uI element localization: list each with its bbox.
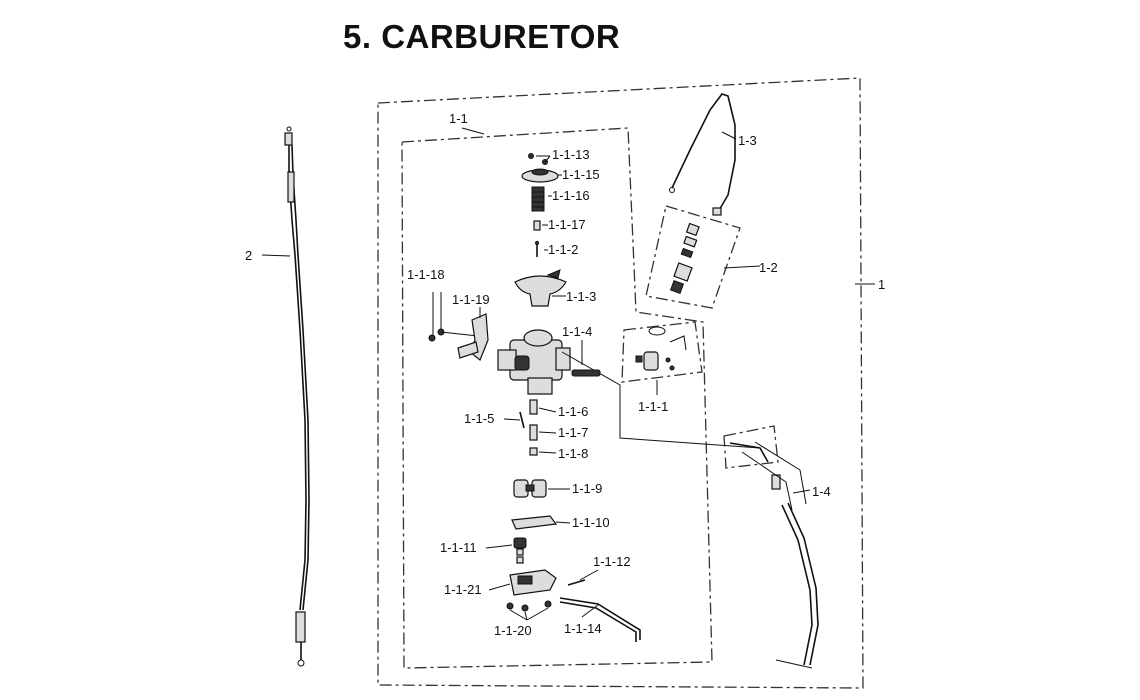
bowl-screws-1-1-20	[506, 600, 552, 612]
label-1-1-8: 1-1-8	[558, 446, 588, 461]
jet-needle-1-1-2	[535, 241, 539, 257]
pilot-screw-1-1-5	[519, 411, 525, 429]
carb-top-cap-1-1-15	[521, 168, 559, 183]
throttle-cable-2	[284, 126, 310, 667]
label-1: 1	[878, 277, 885, 292]
spring-1-1-16	[531, 186, 545, 212]
leader-lines	[261, 127, 875, 621]
float-1-1-9	[513, 479, 547, 498]
label-1-2: 1-2	[759, 260, 778, 275]
drain-valve-1-1-11	[513, 537, 527, 564]
assembly-1-1-1-boundary	[621, 321, 703, 383]
label-1-1-2: 1-1-2	[548, 242, 578, 257]
label-1-1-16: 1-1-16	[552, 188, 590, 203]
label-1-1-15: 1-1-15	[562, 167, 600, 182]
label-1-1-10: 1-1-10	[572, 515, 610, 530]
label-1-1-20: 1-1-20	[494, 623, 532, 638]
label-1-1-18: 1-1-18	[407, 267, 445, 282]
screw-1-1-12	[567, 579, 586, 586]
label-1-1-21: 1-1-21	[444, 582, 482, 597]
label-1-1-19: 1-1-19	[452, 292, 490, 307]
screws-1-1-18	[428, 328, 479, 342]
label-1-1: 1-1	[449, 111, 468, 126]
needle-clip-1-1-17	[533, 220, 541, 231]
carb-top-screws-1-1-13	[528, 153, 548, 165]
choke-parts-1-1-1	[635, 326, 687, 371]
label-1-3: 1-3	[738, 133, 757, 148]
label-1-4: 1-4	[812, 484, 831, 499]
label-1-1-5: 1-1-5	[464, 411, 494, 426]
throttle-slide-1-1-3	[514, 269, 567, 307]
label-1-1-11: 1-1-11	[440, 540, 477, 555]
drain-tube-1-1-14	[559, 597, 641, 642]
choke-cable-1-3	[669, 93, 736, 216]
idle-screw-1-1-4	[571, 369, 601, 377]
choke-plunger-1-2	[669, 222, 700, 295]
label-1-1-12: 1-1-12	[593, 554, 631, 569]
assembly-1-1-boundary	[401, 127, 713, 669]
hose-1-4-fitting-box	[723, 425, 779, 469]
jet-1-1-6	[529, 399, 538, 415]
diagram-title: 5. CARBURETOR	[343, 18, 621, 55]
float-bowl-1-1-21	[509, 569, 557, 596]
carburetor-body	[497, 329, 761, 449]
jet-1-1-7	[529, 424, 538, 441]
label-2: 2	[245, 248, 252, 263]
hose-1-4	[729, 441, 819, 669]
label-1-1-4: 1-1-4	[562, 324, 592, 339]
label-1-1-7: 1-1-7	[558, 425, 588, 440]
label-1-1-1: 1-1-1	[638, 399, 668, 414]
label-1-1-17: 1-1-17	[548, 217, 586, 232]
label-1-1-14: 1-1-14	[564, 621, 602, 636]
label-1-1-3: 1-1-3	[566, 289, 596, 304]
gasket-1-1-10	[511, 515, 558, 530]
jet-1-1-8	[529, 447, 538, 456]
assembly-1-2-boundary	[645, 205, 741, 309]
part-labels: 2 1 1-1 1-3 1-2 1-4 1-1-1 1-1-13 1-1-15 …	[245, 111, 885, 638]
label-1-1-6: 1-1-6	[558, 404, 588, 419]
label-1-1-13: 1-1-13	[552, 147, 590, 162]
assembly-1-boundary	[377, 77, 864, 689]
label-1-1-9: 1-1-9	[572, 481, 602, 496]
lever-1-1-19	[457, 313, 489, 361]
